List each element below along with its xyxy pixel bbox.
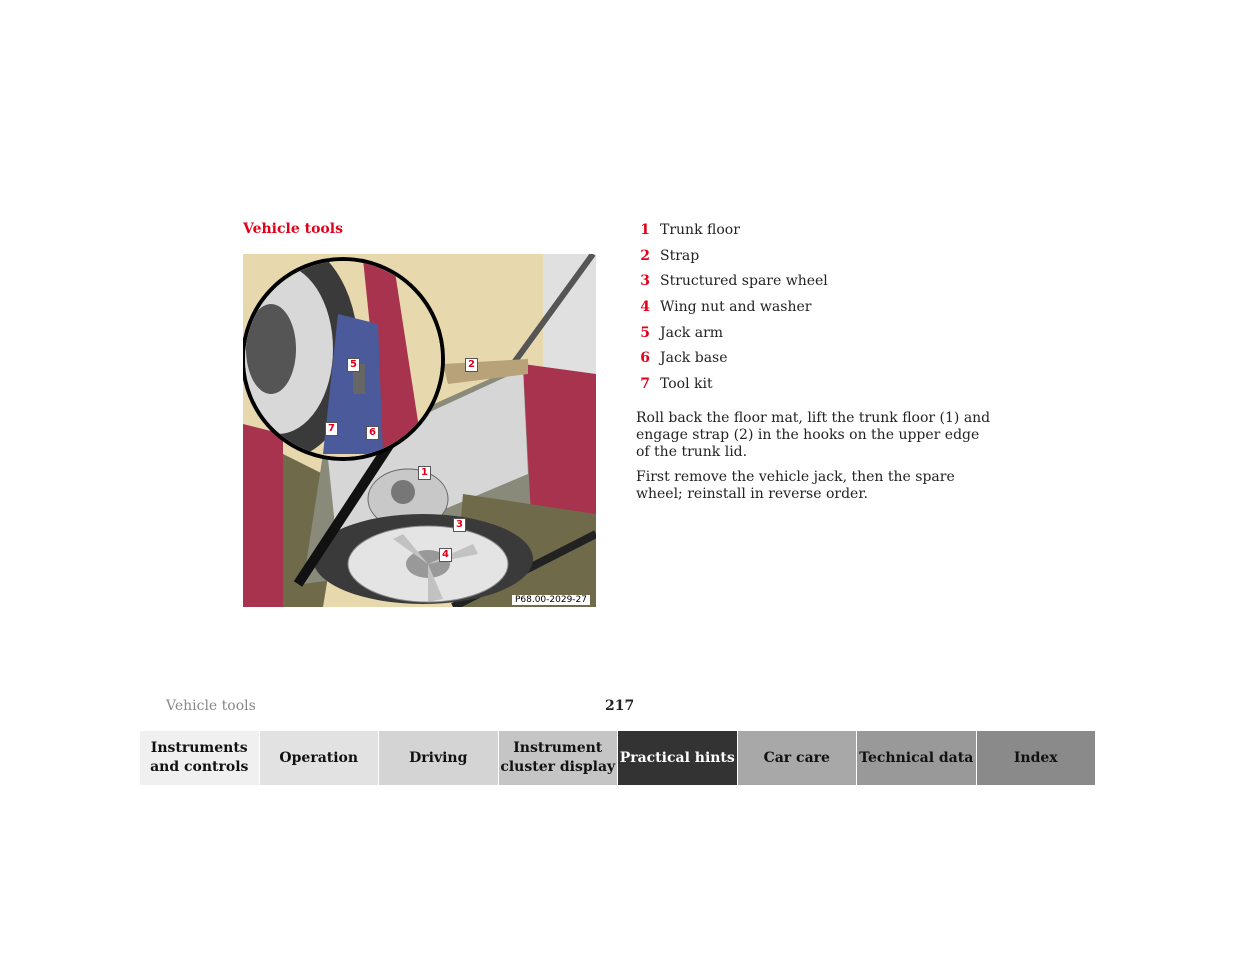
instruction-paragraph: Roll back the floor mat, lift the trunk … xyxy=(636,410,991,460)
chapter-nav: Instruments and controls Operation Drivi… xyxy=(140,731,1095,785)
callout-2: 2 xyxy=(465,358,478,372)
callout-6: 6 xyxy=(366,426,379,440)
page-number: 217 xyxy=(605,698,635,714)
section-title: Vehicle tools xyxy=(243,221,343,237)
callout-1: 1 xyxy=(418,466,431,480)
trunk-illustration: 5 2 7 6 1 3 4 P68.00-2029-27 xyxy=(243,254,596,607)
figure-code: P68.00-2029-27 xyxy=(511,595,590,605)
nav-tab-technical-data[interactable]: Technical data xyxy=(857,731,977,785)
nav-tab-driving[interactable]: Driving xyxy=(379,731,499,785)
callout-3: 3 xyxy=(453,518,466,532)
callout-5: 5 xyxy=(347,358,360,372)
nav-tab-practical-hints[interactable]: Practical hints xyxy=(618,731,738,785)
nav-tab-instrument-cluster-display[interactable]: Instrument cluster display xyxy=(498,731,618,785)
instructions: Roll back the floor mat, lift the trunk … xyxy=(636,410,996,511)
nav-tab-operation[interactable]: Operation xyxy=(259,731,379,785)
footer-section-label: Vehicle tools xyxy=(166,698,256,714)
callout-4: 4 xyxy=(439,548,452,562)
instruction-paragraph: First remove the vehicle jack, then the … xyxy=(636,469,955,502)
nav-tab-instruments-and-controls[interactable]: Instruments and controls xyxy=(140,731,260,785)
nav-tab-index[interactable]: Index xyxy=(976,731,1095,785)
callout-7: 7 xyxy=(325,422,338,436)
trunk-drawing xyxy=(243,254,596,607)
nav-tab-car-care[interactable]: Car care xyxy=(737,731,857,785)
